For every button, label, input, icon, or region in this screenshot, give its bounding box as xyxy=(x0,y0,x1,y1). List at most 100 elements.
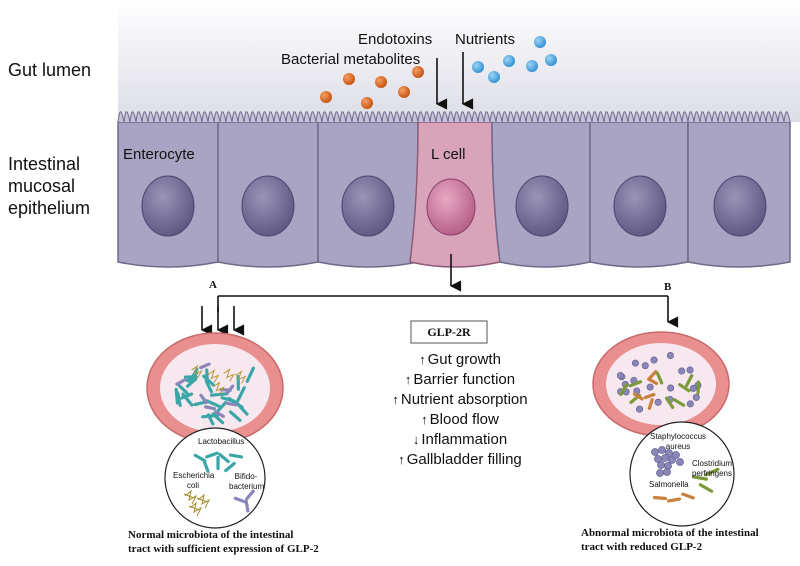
staphylococcus-coccus xyxy=(661,454,669,462)
salmonella-rod xyxy=(652,495,668,501)
bifidobacterium-rod xyxy=(225,401,238,407)
lactobacillus-rod xyxy=(202,459,210,473)
down-arrow-icon: ↓ xyxy=(412,432,420,447)
effect-text: Gallbladder filling xyxy=(406,451,522,468)
bifidobacterium-rod xyxy=(244,499,250,513)
normal-zoom-bacteria xyxy=(183,451,255,517)
microvilli-border xyxy=(117,111,791,123)
salmonella-rod xyxy=(666,497,682,503)
lactobacillus-rod xyxy=(228,453,244,459)
glp2r-label: GLP-2R xyxy=(427,325,471,339)
salmonella-rod xyxy=(643,392,656,400)
lactobacillus-rod xyxy=(205,451,219,459)
zoom-circle xyxy=(164,427,266,529)
epithelium-label-line3: epithelium xyxy=(8,198,91,218)
metabolite-particle xyxy=(320,91,332,103)
abnormal-gut-cross-section xyxy=(592,331,730,437)
nutrient-particle xyxy=(472,61,484,73)
lactobacillus-rod xyxy=(220,396,236,403)
staphylococcus-coccus xyxy=(646,383,654,391)
nutrient-particle xyxy=(534,36,546,48)
staphylococcus-coccus xyxy=(689,384,697,392)
bacterial-metabolites-label: Bacterial metabolites xyxy=(281,51,421,68)
bifidobacterium-rod xyxy=(204,405,217,411)
epithelium-label-line2: mucosal xyxy=(8,176,76,196)
escherichia-coli xyxy=(191,364,203,379)
epithelium-layer xyxy=(117,111,791,268)
epithelium-label-line1: Intestinal xyxy=(8,154,81,174)
staphylococcus-coccus xyxy=(667,384,675,392)
nutrient-particle xyxy=(545,54,557,66)
staphylococcus-coccus xyxy=(666,352,674,360)
normal-zoom-circle xyxy=(164,427,266,529)
normal-gut-cross-section xyxy=(146,332,284,444)
bifidobacterium-rod xyxy=(175,378,187,386)
nucleus xyxy=(713,175,767,237)
bifidobacterium-rod xyxy=(233,496,247,504)
salmonella-rod xyxy=(647,377,659,386)
staphylococcus-label: Staphylococcus aureus xyxy=(649,432,707,451)
nucleus xyxy=(515,175,569,237)
lactobacillus-rod xyxy=(174,387,180,405)
staphylococcus-coccus xyxy=(692,393,700,401)
effect-item: ↑Blood flow xyxy=(340,411,580,428)
nucleus xyxy=(141,175,195,237)
clostridium-rod xyxy=(619,383,628,397)
effect-item: ↑Gut growth xyxy=(340,351,580,368)
staphylococcus-coccus xyxy=(686,400,694,408)
staphylococcus-coccus xyxy=(686,366,694,374)
bacterial-metabolite-particles xyxy=(320,66,424,109)
clostridium-rod xyxy=(691,475,709,481)
salmonella-rod xyxy=(681,492,695,500)
brush-border-microvilli xyxy=(117,111,791,123)
bifidobacterium-rod xyxy=(199,362,211,370)
lactobacillus-rod xyxy=(234,401,249,416)
staphylococcus-coccus xyxy=(654,398,662,406)
lactobacillus-rod xyxy=(236,386,246,403)
staphylococcus-coccus xyxy=(650,356,658,364)
escherichia-coli xyxy=(188,501,203,517)
l-cell-nucleus xyxy=(426,178,476,236)
normal-caption-line2: tract with sufficient expression of GLP-… xyxy=(128,543,319,555)
marker-b: B xyxy=(664,281,672,293)
staphylococcus-coccus xyxy=(656,469,664,477)
effect-text: Blood flow xyxy=(429,411,499,428)
escherichia-coli xyxy=(223,368,235,382)
glp2r-box xyxy=(410,320,488,344)
staphylococcus-coccus xyxy=(641,362,649,370)
up-arrow-icon: ↑ xyxy=(421,412,428,427)
abnormal-bacteria-cluster xyxy=(616,352,702,413)
bifidobacterium-rod xyxy=(199,393,208,405)
lactobacillus-rod xyxy=(177,384,189,395)
bifidobacterium-rod xyxy=(213,410,225,418)
up-arrow-icon: ↑ xyxy=(398,452,405,467)
staphylococcus-coccus xyxy=(631,359,639,367)
up-arrow-icon: ↑ xyxy=(419,352,426,367)
lactobacillus-rod xyxy=(206,413,215,426)
clostridium-rod xyxy=(704,467,720,477)
escherichia-coli xyxy=(213,381,225,395)
lactobacillus-rod xyxy=(245,366,256,383)
abnormal-caption-line2: tract with reduced GLP-2 xyxy=(581,541,703,553)
nutrient-particle xyxy=(488,71,500,83)
normal-bacteria-cluster xyxy=(174,362,256,426)
lactobacillus-rod xyxy=(224,461,236,473)
staphylococcus-coccus xyxy=(636,405,644,413)
salmonella-rod xyxy=(632,392,644,401)
l-cell-label: L cell xyxy=(431,146,466,163)
escherichia-coli xyxy=(183,489,198,505)
nucleus xyxy=(613,175,667,237)
marker-a: A xyxy=(209,279,217,291)
metabolite-particle xyxy=(361,97,373,109)
effect-text: Gut growth xyxy=(427,351,501,368)
nucleus xyxy=(341,175,395,237)
effect-item: ↑Barrier function xyxy=(340,371,580,388)
staphylococcus-coccus xyxy=(616,371,624,379)
clostridium-rod xyxy=(655,371,664,385)
effect-text: Nutrient absorption xyxy=(400,391,528,408)
abnormal-caption-line1: Abnormal microbiota of the intestinal xyxy=(581,527,759,539)
escherichia-coli xyxy=(207,369,220,383)
enterocyte-label: Enterocyte xyxy=(123,146,195,163)
gut-lumen-background xyxy=(118,0,800,122)
